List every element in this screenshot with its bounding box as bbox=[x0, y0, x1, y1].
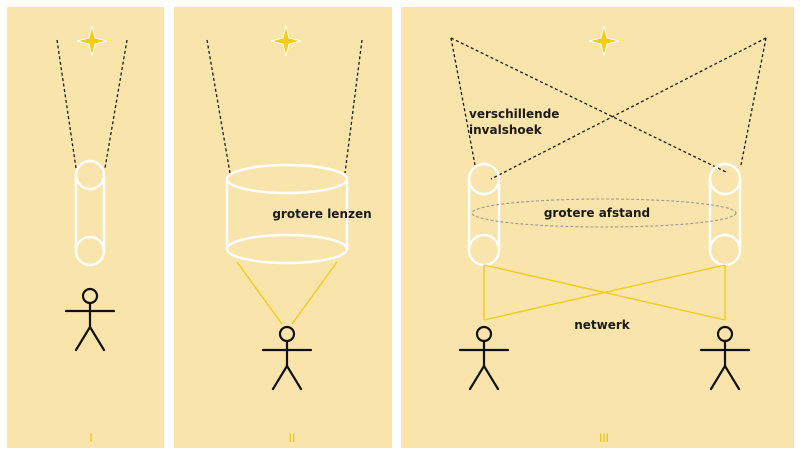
panel-2-background bbox=[174, 7, 392, 448]
panel-2: grotere lenzen II bbox=[174, 7, 392, 448]
panel-1-background bbox=[7, 7, 164, 448]
star-icon bbox=[270, 25, 302, 57]
label-angle-line1: verschillende bbox=[469, 107, 559, 121]
light-ray-right bbox=[344, 39, 363, 174]
light-line bbox=[291, 261, 338, 325]
panel-1: I bbox=[7, 7, 164, 448]
telescope-icon bbox=[225, 163, 349, 265]
network-line bbox=[483, 264, 726, 321]
light-line bbox=[236, 261, 283, 325]
person-icon bbox=[458, 325, 510, 391]
person-icon bbox=[64, 287, 116, 352]
panel-numeral: I bbox=[89, 431, 92, 445]
distance-ellipse bbox=[471, 198, 737, 228]
person-icon bbox=[699, 325, 751, 391]
panel-numeral: II bbox=[289, 431, 296, 445]
telescope-icon bbox=[74, 159, 106, 267]
panel-3: verschillende invalshoek grotere afstand… bbox=[401, 7, 794, 448]
label-bigger-lenses: grotere lenzen bbox=[272, 207, 371, 221]
label-network: netwerk bbox=[574, 318, 631, 332]
light-ray-left bbox=[206, 39, 231, 174]
light-ray bbox=[450, 37, 727, 173]
label-bigger-distance: grotere afstand bbox=[544, 206, 650, 220]
light-ray bbox=[490, 37, 767, 180]
panel-numeral: III bbox=[599, 431, 609, 445]
person-icon bbox=[261, 325, 313, 391]
label-angle-line2: invalshoek bbox=[469, 123, 543, 137]
star-icon bbox=[76, 25, 108, 57]
star-icon bbox=[588, 25, 620, 57]
